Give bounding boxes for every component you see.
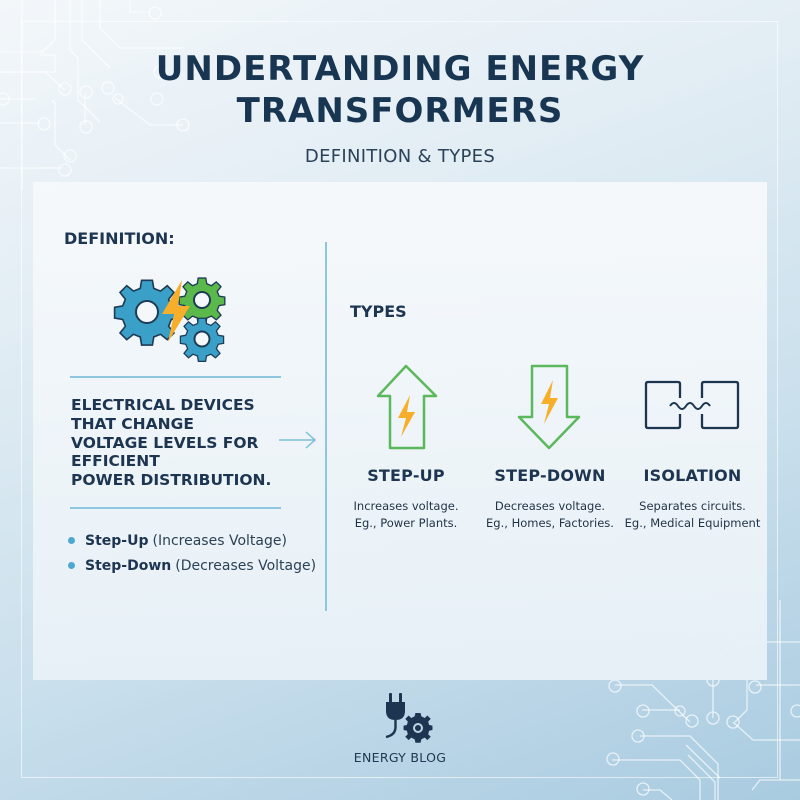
bullet-item-step-up: Step-Up (Increases Voltage)	[68, 528, 316, 553]
bullet-detail: (Decreases Voltage)	[175, 557, 317, 574]
bullet-item-step-down: Step-Down (Decreases Voltage)	[68, 553, 316, 578]
definition-line: EFFICIENT	[71, 452, 160, 471]
gears-lightning-icon	[113, 277, 226, 362]
page-title: UNDERTANDING ENERGY TRANSFORMERS	[0, 48, 800, 132]
up-arrow-lightning-icon	[376, 364, 438, 450]
decorative-frame	[21, 21, 778, 778]
definition-text: ELECTRICAL DEVICES THAT CHANGE VOLTAGE L…	[71, 396, 311, 490]
definition-line: THAT CHANGE	[71, 414, 194, 433]
type-card-step-up: STEP-UP Increases voltage. Eg., Power Pl…	[346, 466, 466, 532]
title-line-1: UNDERTANDING ENERGY	[155, 49, 645, 89]
plug-gear-icon	[385, 693, 433, 743]
definition-line: VOLTAGE LEVELS FOR	[71, 433, 259, 452]
type-description: Separates circuits. Eg., Medical Equipme…	[620, 498, 765, 532]
definition-divider-bottom	[70, 507, 281, 509]
types-heading: TYPES	[350, 302, 407, 321]
isolation-coupling-icon	[644, 380, 740, 430]
type-desc-line: Eg., Power Plants.	[354, 516, 458, 530]
type-desc-line: Separates circuits.	[639, 499, 746, 513]
type-name: ISOLATION	[643, 466, 742, 485]
type-card-step-down: STEP-DOWN Decreases voltage. Eg., Homes,…	[480, 466, 620, 532]
footer-brand-label: ENERGY BLOG	[353, 750, 447, 765]
bullet-detail: (Increases Voltage)	[152, 532, 287, 549]
type-card-isolation: ISOLATION Separates circuits. Eg., Medic…	[620, 466, 765, 532]
bullet-term: Step-Down	[85, 557, 172, 574]
definition-heading: DEFINITION:	[64, 229, 175, 248]
definition-divider-top	[70, 376, 281, 378]
type-desc-line: Increases voltage.	[353, 499, 459, 513]
type-name: STEP-DOWN	[494, 466, 606, 485]
page-subtitle: DEFINITION & TYPES	[304, 146, 496, 167]
type-desc-line: Eg., Homes, Factories.	[486, 516, 614, 530]
down-arrow-lightning-icon	[517, 364, 581, 450]
title-line-2: TRANSFORMERS	[236, 91, 564, 131]
type-name: STEP-UP	[367, 466, 445, 485]
section-divider	[325, 242, 327, 611]
bullet-dot-icon	[68, 537, 75, 544]
bullet-dot-icon	[68, 562, 75, 569]
definition-line: POWER DISTRIBUTION.	[71, 471, 272, 490]
definition-line: ELECTRICAL DEVICES	[71, 396, 255, 414]
type-description: Increases voltage. Eg., Power Plants.	[346, 498, 466, 532]
type-description: Decreases voltage. Eg., Homes, Factories…	[480, 498, 620, 532]
type-desc-line: Decreases voltage.	[494, 499, 606, 513]
content-card	[33, 182, 767, 680]
arrow-right-icon	[279, 431, 317, 449]
type-desc-line: Eg., Medical Equipment	[624, 516, 761, 530]
definition-bullet-list: Step-Up (Increases Voltage) Step-Down (D…	[68, 528, 316, 578]
bullet-term: Step-Up	[85, 532, 149, 549]
